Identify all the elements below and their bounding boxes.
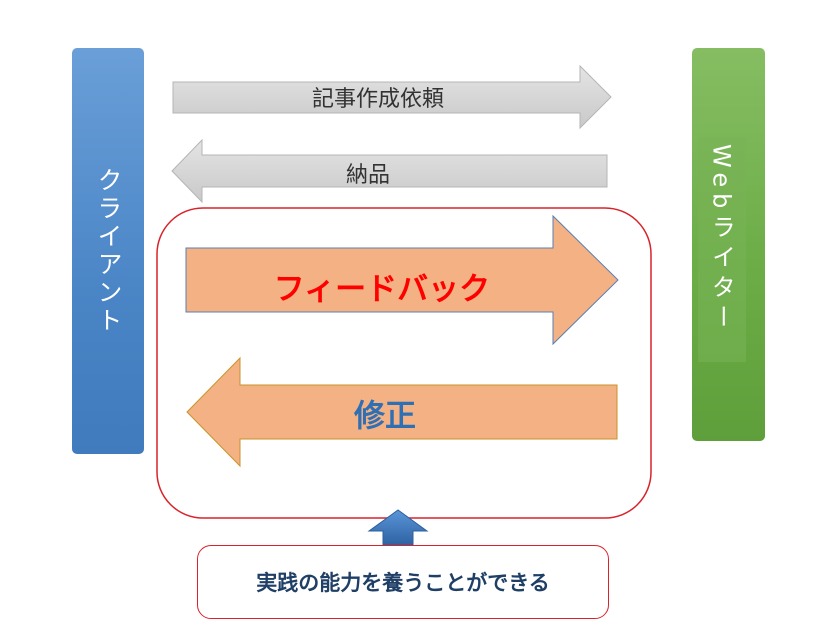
outcome-label: 実践の能力を養うことができる	[256, 571, 550, 595]
request-arrow	[172, 64, 612, 130]
fix-arrow	[186, 356, 618, 468]
writer-label-box	[698, 138, 746, 362]
request-label: 記事作成依頼	[311, 87, 445, 112]
client-bar	[72, 48, 144, 454]
feedback-arrow	[185, 214, 619, 346]
delivery-label: 納品	[345, 163, 391, 188]
up-arrow	[367, 509, 429, 546]
writer-label-wrap: Webライター	[698, 138, 746, 362]
delivery-arrow	[171, 138, 608, 204]
fix-label: 修正	[354, 398, 416, 435]
writer-label: Webライター	[707, 144, 736, 335]
outcome-box: 実践の能力を養うことができる	[197, 545, 609, 619]
client-label: クライアント	[94, 167, 123, 335]
client-label-wrap: クライアント	[72, 48, 144, 454]
feedback-label: フィードバック	[273, 271, 491, 308]
